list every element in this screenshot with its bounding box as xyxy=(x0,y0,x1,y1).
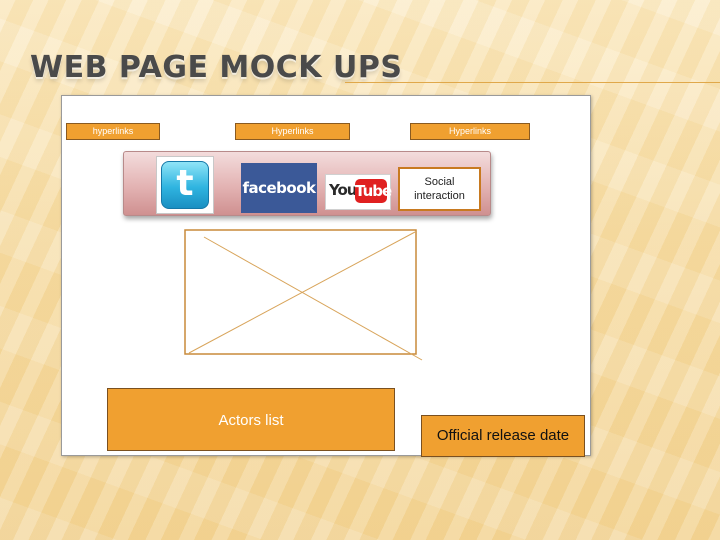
facebook-icon[interactable]: facebook xyxy=(241,163,317,213)
hyperlink-button-1[interactable]: hyperlinks xyxy=(66,123,160,140)
social-interaction-box[interactable]: Social interaction xyxy=(398,167,481,211)
actors-list-label: Actors list xyxy=(218,412,284,429)
social-interaction-label: Social interaction xyxy=(414,176,465,202)
placeholder-diagonal-2 xyxy=(188,231,416,354)
youtube-tube-text: Tube xyxy=(355,179,392,203)
actors-list-box[interactable]: Actors list xyxy=(107,388,395,451)
title-underline xyxy=(345,82,720,83)
twitter-icon[interactable]: t xyxy=(156,156,214,214)
twitter-icon-badge: t xyxy=(161,161,209,209)
official-release-date-label: Official release date xyxy=(436,427,570,444)
hyperlink-button-2[interactable]: Hyperlinks xyxy=(235,123,350,140)
placeholder-diagonal-1 xyxy=(203,236,423,361)
youtube-you-text: You xyxy=(329,181,357,199)
image-placeholder-icon xyxy=(184,229,423,361)
official-release-date-box[interactable]: Official release date xyxy=(421,415,585,457)
hyperlink-button-3[interactable]: Hyperlinks xyxy=(410,123,530,140)
slide-title: WEB PAGE MOCK UPS xyxy=(30,50,403,85)
youtube-icon[interactable]: You Tube xyxy=(325,174,392,210)
twitter-letter: t xyxy=(176,163,194,204)
